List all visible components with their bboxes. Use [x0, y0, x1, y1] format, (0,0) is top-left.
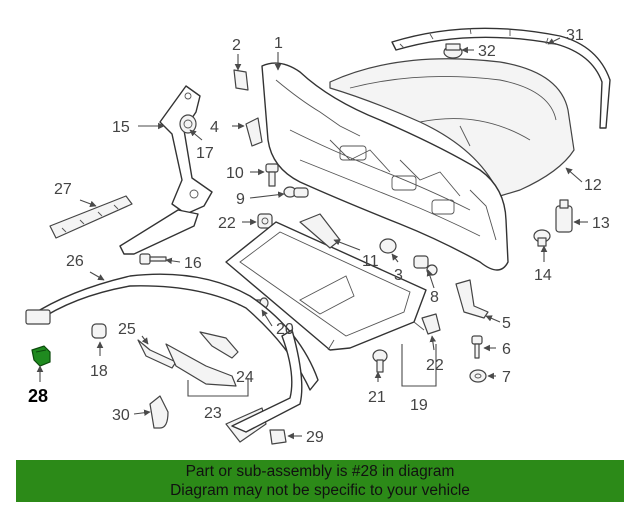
callout-5: 5 — [502, 315, 511, 332]
part-9-fastener — [283, 186, 309, 198]
part-26-seal — [25, 273, 319, 391]
part-17-bushing — [179, 114, 197, 134]
leader-lines — [36, 37, 588, 440]
callout-22-lower: 22 — [426, 357, 444, 374]
part-22-bushing-upper — [257, 213, 273, 229]
parcel-tray-frame — [225, 221, 427, 351]
callout-labels: 1 2 3 4 5 6 7 8 9 10 11 12 13 14 15 16 1… — [28, 27, 610, 446]
callout-12: 12 — [584, 177, 602, 194]
part-14-buffer — [533, 229, 551, 247]
callout-13: 13 — [592, 215, 610, 232]
callout-11: 11 — [362, 253, 379, 270]
callout-27: 27 — [54, 181, 72, 198]
callout-3: 3 — [394, 267, 403, 284]
part-27-trim — [49, 195, 133, 239]
part-21-bolt — [372, 349, 388, 373]
part-2-bracket — [233, 69, 249, 91]
exploded-parts-diagram: 1 2 3 4 5 6 7 8 9 10 11 12 13 14 15 16 1… — [25, 27, 611, 446]
callout-18: 18 — [90, 363, 108, 380]
callout-1: 1 — [274, 35, 283, 52]
part-13-latch — [555, 199, 573, 233]
part-10-bolt — [265, 163, 279, 187]
callout-16: 16 — [184, 255, 202, 272]
callout-21: 21 — [368, 389, 386, 406]
part-31-trim-strip — [391, 27, 611, 129]
part-32-clip — [443, 43, 463, 59]
callout-22-upper: 22 — [218, 215, 236, 232]
part-30-channel — [149, 395, 169, 429]
callout-20: 20 — [276, 321, 294, 338]
part-22-bushing-lower — [421, 313, 441, 335]
callout-24: 24 — [236, 369, 254, 386]
callout-15: 15 — [112, 119, 130, 136]
callout-10: 10 — [226, 165, 244, 182]
callout-26: 26 — [66, 253, 84, 270]
callout-14: 14 — [534, 267, 552, 284]
part-23-24-mechanism — [165, 331, 239, 387]
part-4-bracket — [245, 117, 263, 147]
part-1-lid-frame — [261, 62, 509, 271]
callout-23: 23 — [204, 405, 222, 422]
part-3-cap — [379, 238, 397, 254]
callout-30: 30 — [112, 407, 130, 424]
callout-28: 28 — [28, 386, 48, 406]
callout-7: 7 — [502, 369, 511, 386]
callout-8: 8 — [430, 289, 439, 306]
part-8-bumper — [413, 255, 438, 276]
callout-25: 25 — [118, 321, 136, 338]
part-7-nut — [469, 369, 487, 383]
callout-17: 17 — [196, 145, 214, 162]
part-info-banner: Part or sub-assembly is #28 in diagram D… — [16, 460, 624, 502]
part-25-cable — [137, 339, 177, 369]
part-18-grommet — [91, 323, 107, 339]
callout-4: 4 — [210, 119, 219, 136]
callout-2: 2 — [232, 37, 241, 54]
part-12-trunk-lid-panel — [329, 58, 575, 197]
callout-31: 31 — [566, 27, 584, 44]
callout-19: 19 — [410, 397, 428, 414]
callout-29: 29 — [306, 429, 324, 446]
callout-9: 9 — [236, 191, 245, 208]
callout-32: 32 — [478, 43, 496, 60]
part-28-highlighted[interactable] — [31, 345, 51, 367]
banner-line-2: Diagram may not be specific to your vehi… — [170, 482, 470, 499]
banner-line-1: Part or sub-assembly is #28 in diagram — [185, 463, 455, 480]
lower-rail — [231, 329, 303, 433]
callout-6: 6 — [502, 341, 511, 358]
part-15-hinge-arm — [119, 85, 213, 255]
part-6-bolt — [471, 335, 483, 359]
part-16-bolt — [139, 253, 167, 265]
part-5-bracket — [455, 279, 489, 319]
